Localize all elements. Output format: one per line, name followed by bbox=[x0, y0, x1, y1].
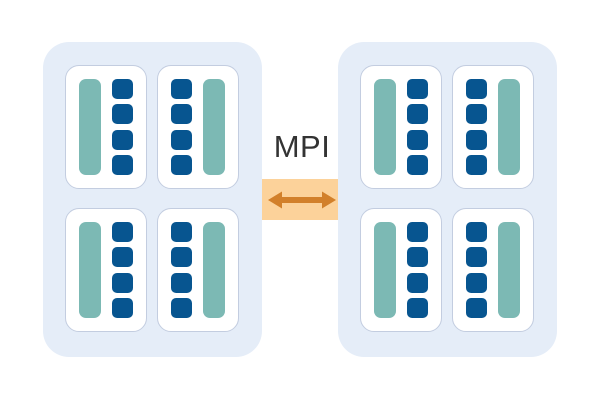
node-panel-left bbox=[43, 42, 262, 357]
core-column bbox=[170, 222, 192, 318]
core-square bbox=[112, 129, 134, 150]
memory-bar bbox=[203, 222, 226, 318]
memory-bar bbox=[498, 79, 521, 175]
core-square bbox=[465, 154, 487, 175]
memory-bar bbox=[498, 222, 521, 318]
socket-card-right-bottom-left bbox=[360, 208, 442, 332]
core-square bbox=[465, 104, 487, 125]
core-column bbox=[170, 79, 192, 175]
mpi-link-group: MPI bbox=[262, 128, 342, 220]
core-square bbox=[112, 222, 134, 242]
core-square bbox=[407, 154, 429, 175]
core-square bbox=[170, 104, 192, 125]
memory-bar bbox=[373, 222, 396, 318]
core-square bbox=[112, 297, 134, 318]
core-square bbox=[407, 247, 429, 268]
core-square bbox=[112, 104, 134, 125]
core-square bbox=[465, 297, 487, 318]
core-square bbox=[170, 129, 192, 150]
core-square bbox=[407, 79, 429, 99]
core-column bbox=[465, 222, 487, 318]
mpi-label: MPI bbox=[273, 129, 331, 164]
core-column bbox=[407, 79, 429, 175]
core-square bbox=[170, 79, 192, 99]
core-column bbox=[112, 79, 134, 175]
socket-card-left-top-left bbox=[65, 65, 147, 189]
core-square bbox=[407, 104, 429, 125]
socket-card-right-top-left bbox=[360, 65, 442, 189]
core-square bbox=[170, 247, 192, 268]
core-square bbox=[170, 154, 192, 175]
core-square bbox=[407, 297, 429, 318]
memory-bar bbox=[373, 79, 396, 175]
socket-card-left-bottom-right bbox=[157, 208, 239, 332]
core-square bbox=[112, 247, 134, 268]
core-square bbox=[465, 79, 487, 99]
core-square bbox=[170, 222, 192, 242]
core-square bbox=[170, 297, 192, 318]
mpi-arrow-box bbox=[262, 179, 342, 220]
socket-card-left-bottom-left bbox=[65, 208, 147, 332]
core-square bbox=[407, 272, 429, 293]
core-square bbox=[407, 129, 429, 150]
memory-bar bbox=[203, 79, 226, 175]
memory-bar bbox=[78, 222, 101, 318]
core-square bbox=[465, 247, 487, 268]
socket-card-right-bottom-right bbox=[452, 208, 534, 332]
core-square bbox=[465, 272, 487, 293]
core-square bbox=[112, 79, 134, 99]
core-column bbox=[112, 222, 134, 318]
memory-bar bbox=[78, 79, 101, 175]
core-square bbox=[112, 272, 134, 293]
core-square bbox=[407, 222, 429, 242]
socket-card-left-top-right bbox=[157, 65, 239, 189]
core-square bbox=[170, 272, 192, 293]
core-square bbox=[465, 222, 487, 242]
node-panel-right bbox=[338, 42, 557, 357]
core-column bbox=[465, 79, 487, 175]
socket-card-right-top-right bbox=[452, 65, 534, 189]
core-square bbox=[465, 129, 487, 150]
core-square bbox=[112, 154, 134, 175]
double-headed-horizontal-arrow-icon bbox=[268, 191, 336, 208]
core-column bbox=[407, 222, 429, 318]
